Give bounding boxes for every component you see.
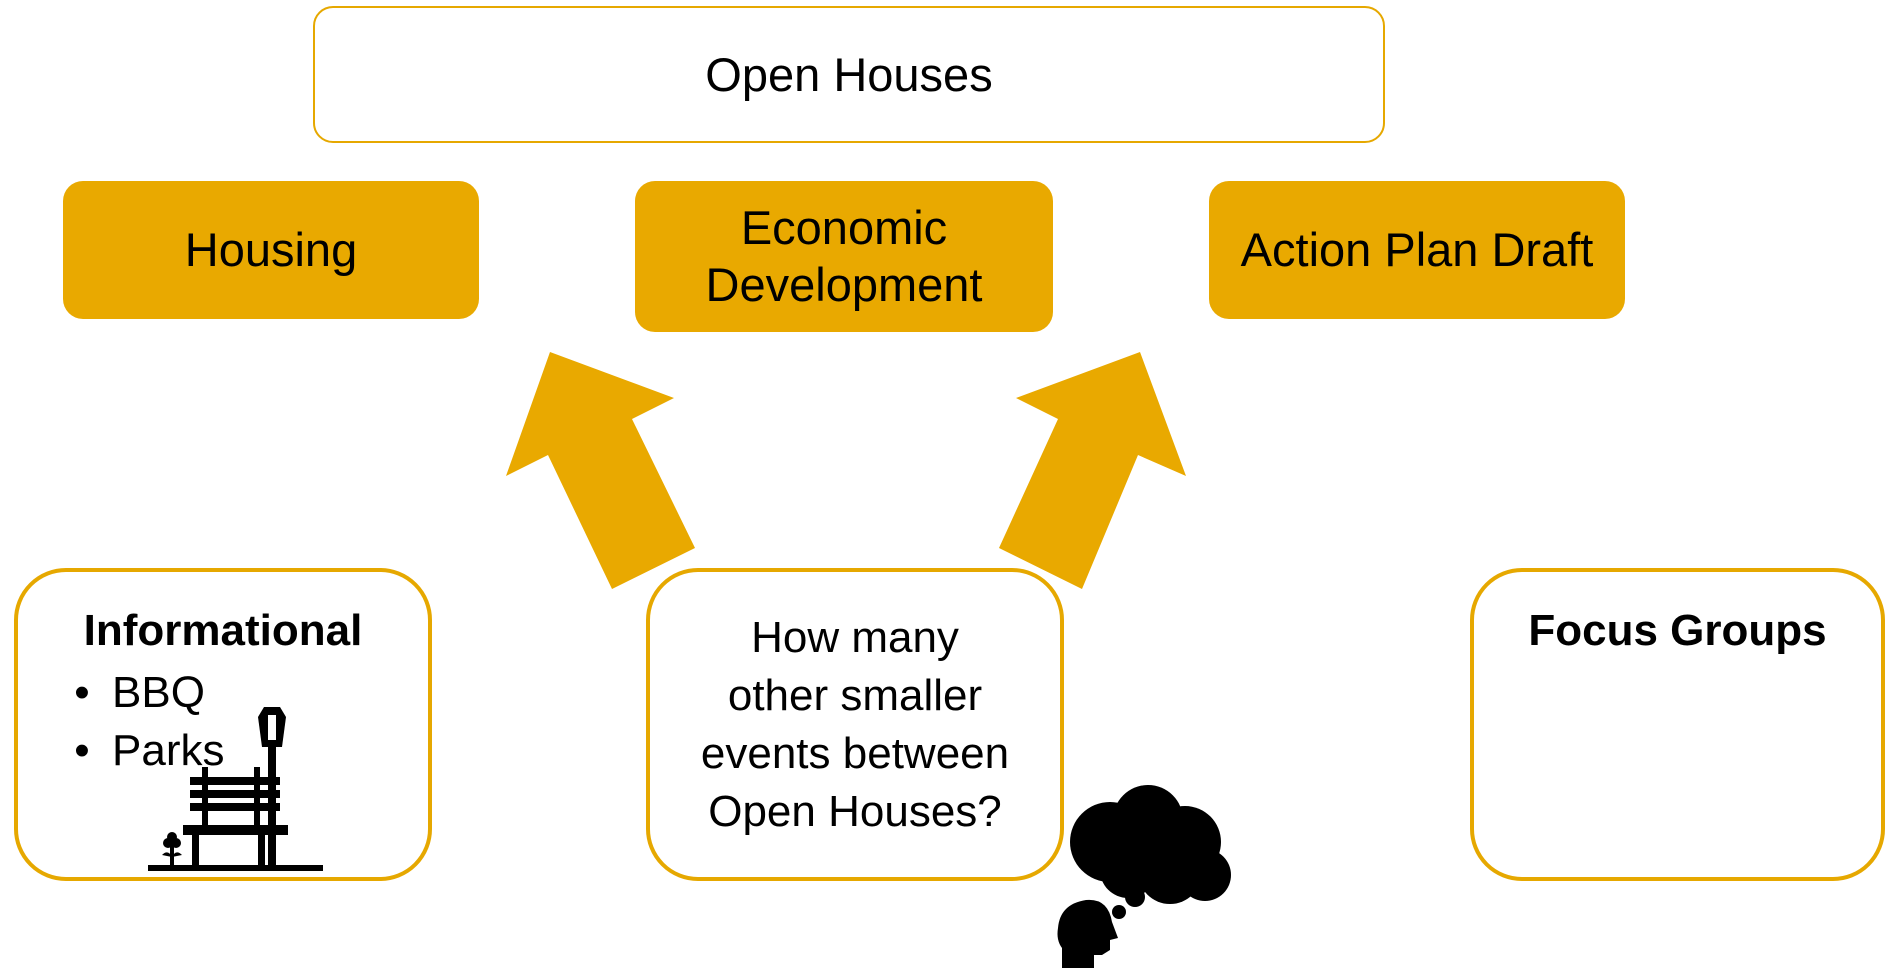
- open-houses-box: Open Houses: [313, 6, 1385, 143]
- open-houses-label: Open Houses: [705, 48, 993, 101]
- focus-groups-title: Focus Groups: [1528, 606, 1827, 655]
- list-item-label: Parks: [112, 726, 225, 775]
- economic-development-label-line1: Economic: [740, 201, 948, 255]
- focus-groups-box: Focus Groups: [1470, 568, 1885, 881]
- economic-development-box: Economic Development: [635, 181, 1053, 332]
- informational-list: • BBQ • Parks: [52, 664, 224, 780]
- informational-box: Informational • BBQ • Parks: [14, 568, 432, 881]
- action-plan-draft-box: Action Plan Draft: [1209, 181, 1625, 319]
- list-item: • BBQ: [52, 664, 224, 722]
- list-item: • Parks: [52, 722, 224, 780]
- question-line-2: other smaller: [727, 670, 983, 720]
- arrow-right: [999, 352, 1186, 589]
- housing-box: Housing: [63, 181, 479, 319]
- question-box: How many other smaller events between Op…: [646, 568, 1064, 881]
- housing-label: Housing: [184, 222, 358, 276]
- action-plan-draft-label: Action Plan Draft: [1240, 222, 1594, 276]
- economic-development-label-line2: Development: [705, 257, 983, 311]
- question-line-3: events between: [700, 728, 1010, 778]
- thinking-head-icon: [1057, 785, 1231, 968]
- list-item-label: BBQ: [112, 668, 205, 717]
- informational-title: Informational: [83, 606, 363, 655]
- question-line-4: Open Houses?: [708, 786, 1002, 836]
- question-line-1: How many: [751, 612, 959, 662]
- park-bench-lamp-icon: [148, 707, 323, 871]
- arrow-left: [506, 352, 695, 589]
